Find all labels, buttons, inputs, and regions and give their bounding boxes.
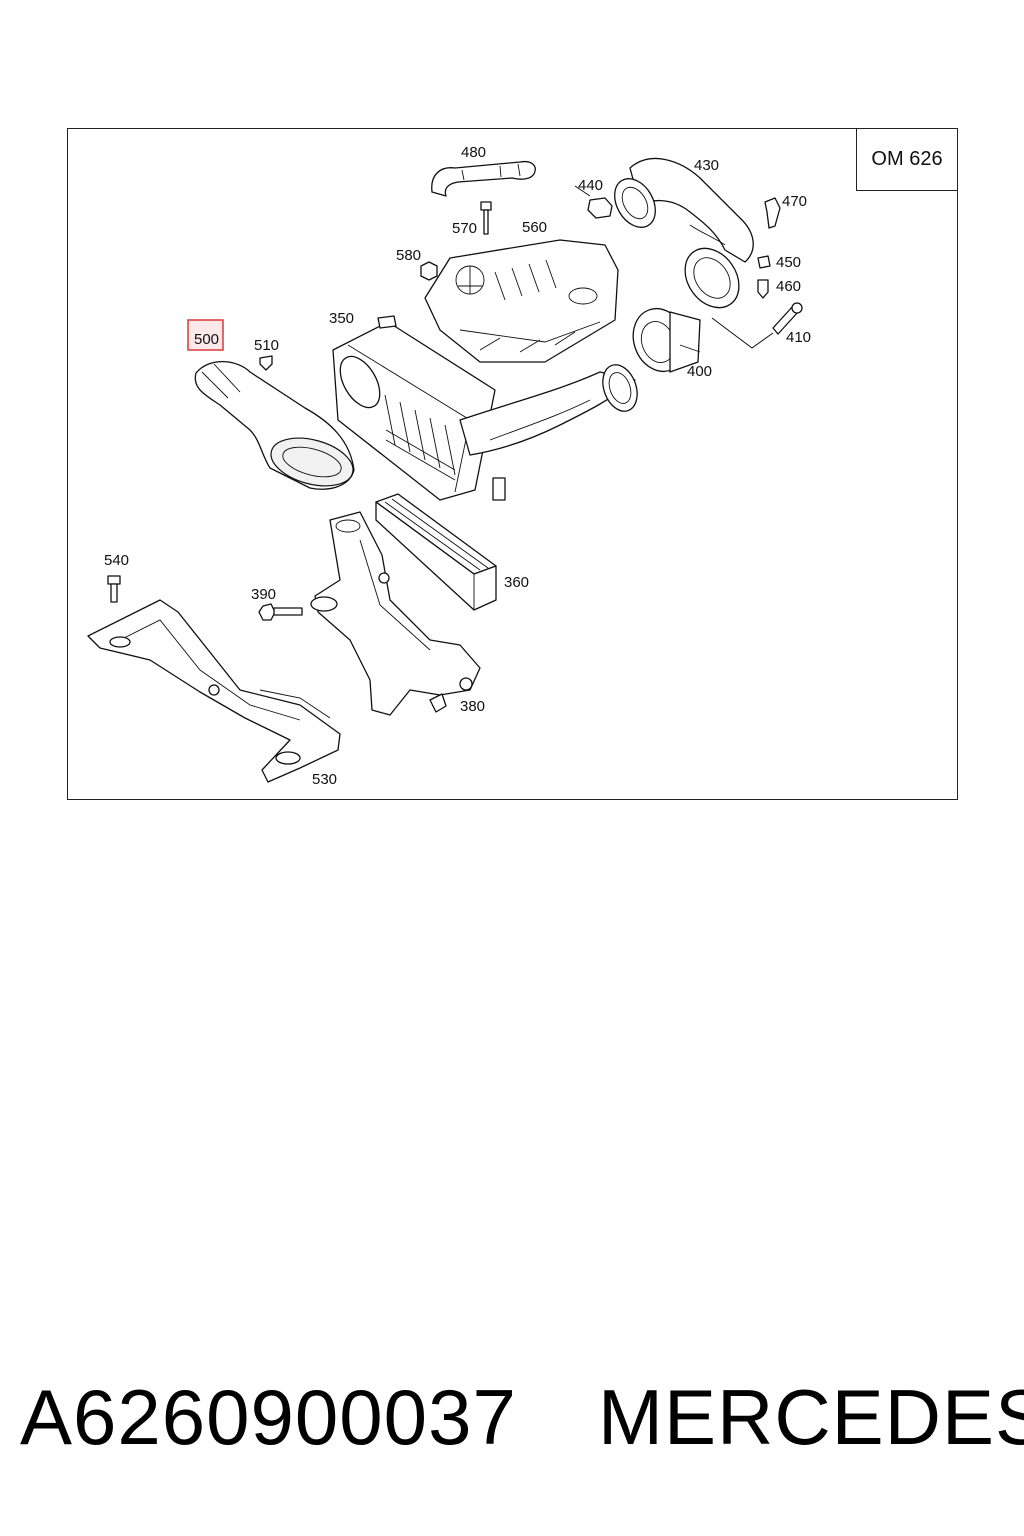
highlight-box-500[interactable] [187, 319, 224, 351]
footer-caption: A6260900037 MERCEDES [20, 1372, 1024, 1462]
callout-470: 470 [782, 193, 807, 210]
callout-360: 360 [504, 574, 529, 591]
callout-500: 500 [194, 331, 219, 348]
part-410-screw[interactable] [711, 302, 803, 349]
part-540-bolt[interactable] [107, 575, 121, 603]
callout-410: 410 [786, 329, 811, 346]
part-500-intake-duct[interactable] [194, 360, 358, 495]
part-470-bracket[interactable] [764, 197, 781, 229]
engine-code-label: OM 626 [856, 128, 958, 191]
part-480-hose[interactable] [431, 160, 536, 197]
parts-exploded-diagram: 480 430 440 470 570 560 580 450 460 350 … [87, 144, 811, 788]
callout-580: 580 [396, 247, 421, 264]
callout-530: 530 [312, 771, 337, 788]
part-510-clip[interactable] [259, 355, 273, 371]
part-360-filter[interactable] [375, 493, 497, 611]
callout-450: 450 [776, 254, 801, 271]
callout-400: 400 [687, 363, 712, 380]
callout-570: 570 [452, 220, 477, 237]
callout-480: 480 [461, 144, 486, 161]
part-350-airbox[interactable] [332, 315, 506, 501]
part-530-carrier[interactable] [87, 599, 341, 783]
part-570-screw[interactable] [480, 201, 492, 235]
part-outlet-duct [459, 364, 638, 456]
callout-380: 380 [460, 698, 485, 715]
callout-540: 540 [104, 552, 129, 569]
callout-390: 390 [251, 586, 276, 603]
part-450-grommet[interactable] [757, 255, 771, 269]
callout-460: 460 [776, 278, 801, 295]
part-number: A6260900037 [20, 1373, 517, 1461]
callout-560: 560 [522, 219, 547, 236]
part-400-maf[interactable] [625, 301, 701, 379]
part-380-bracket[interactable] [310, 511, 481, 716]
callout-440: 440 [578, 177, 603, 194]
brand-name: MERCEDES [598, 1373, 1024, 1461]
callout-430: 430 [694, 157, 719, 174]
part-560-cover[interactable] [424, 239, 619, 363]
part-440-sensor[interactable] [574, 185, 613, 219]
part-430-pipe[interactable] [606, 157, 754, 318]
callout-510: 510 [254, 337, 279, 354]
part-390-bolt[interactable] [258, 603, 303, 621]
part-460-bolt[interactable] [757, 279, 769, 299]
part-580-nut[interactable] [420, 261, 438, 281]
callout-350: 350 [329, 310, 354, 327]
